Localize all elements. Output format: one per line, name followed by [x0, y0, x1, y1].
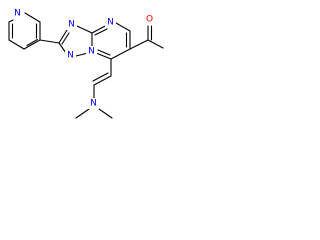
chemical-structure-diagram: N N N N N O N [8, 8, 164, 119]
bond [39, 39, 60, 44]
acetyl-group [129, 25, 164, 50]
atom-n-amine: N [88, 98, 99, 109]
bond [23, 39, 41, 50]
enamine-chain [75, 58, 113, 119]
bond [95, 52, 112, 60]
bond [93, 75, 112, 86]
atom-n-bridge: N [86, 46, 97, 57]
bond [91, 24, 108, 34]
bond [115, 22, 131, 32]
atom-label: N [68, 20, 75, 30]
bond [94, 28, 108, 36]
bond [76, 25, 93, 34]
bond [92, 72, 109, 82]
atom-n-pyrimidine: N [105, 17, 116, 28]
bond [58, 42, 67, 54]
bond [97, 49, 111, 56]
atom-label: N [67, 51, 74, 61]
bond [129, 39, 149, 50]
bond [26, 38, 39, 47]
atom-labels: N N N N N O N [12, 8, 155, 109]
bond [61, 32, 70, 45]
bond [8, 39, 25, 50]
pyridine-ring [8, 12, 41, 50]
atom-o-carbonyl: O [144, 14, 155, 25]
bond [110, 48, 131, 60]
bond [58, 29, 68, 44]
atom-label: N [107, 18, 114, 28]
bond [147, 39, 164, 49]
pyrimidine-ring [91, 22, 131, 60]
atom-label: N [14, 9, 21, 19]
atom-n-triazole-left: N [65, 50, 76, 61]
bond [24, 12, 41, 23]
atom-label: N [88, 47, 95, 57]
atom-n-triazole-top: N [66, 19, 77, 30]
atom-n-pyridine: N [12, 8, 23, 19]
bond [8, 19, 14, 23]
atom-label: O [146, 15, 153, 25]
atom-label: N [90, 99, 97, 109]
bond [75, 108, 90, 119]
bond [98, 108, 113, 119]
structure-canvas: N N N N N O N [0, 0, 192, 136]
